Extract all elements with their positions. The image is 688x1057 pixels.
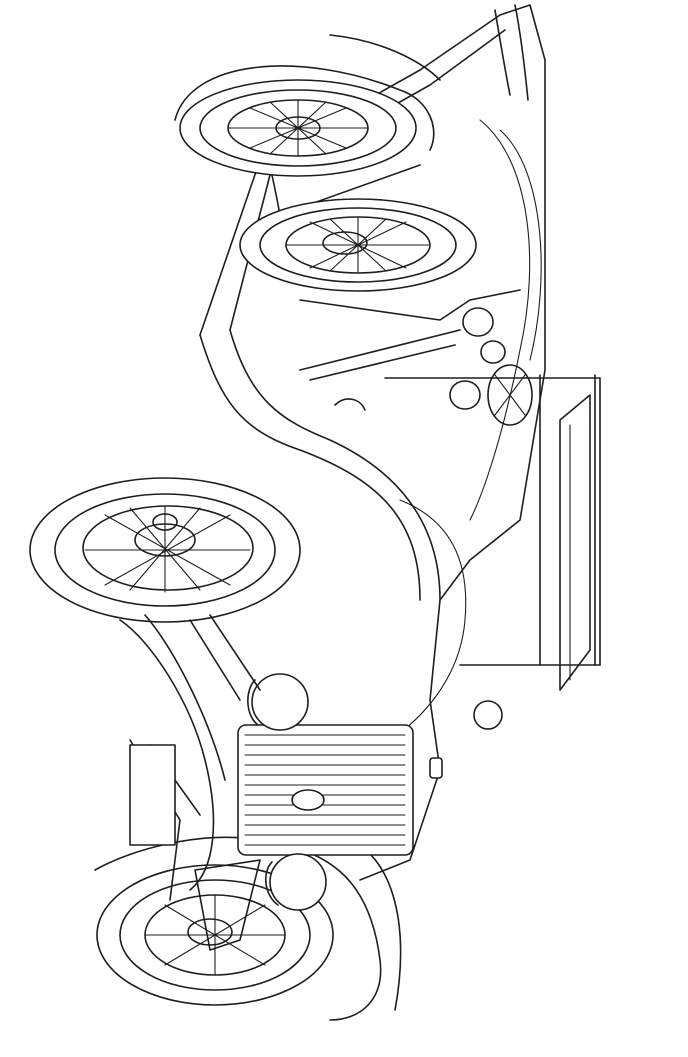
wheel-rear-top [179, 79, 417, 177]
wheel-rear-bottom [239, 198, 477, 292]
rear-bumper [494, 4, 529, 101]
headlights [247, 673, 327, 911]
radiator [237, 724, 443, 856]
wheel-front-top [29, 477, 301, 623]
steering-wheel [487, 364, 533, 426]
frame-rails [129, 614, 261, 951]
windshield-frame [384, 374, 601, 691]
wheel-front-bottom [96, 864, 334, 1006]
side-lamps [299, 307, 506, 730]
